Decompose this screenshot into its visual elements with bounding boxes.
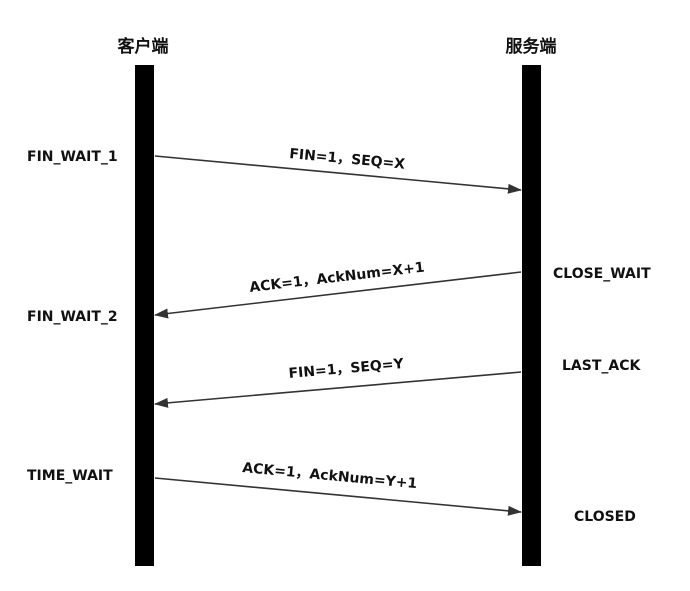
arrow-client-to-server-fin <box>154 155 522 194</box>
server-lifeline <box>522 65 541 566</box>
client-state-fin-wait-1: FIN_WAIT_1 <box>27 149 118 165</box>
message-fin-1-seq-x: FIN=1，SEQ=X <box>289 146 406 173</box>
server-state-closed: CLOSED <box>574 509 636 525</box>
message-ack-1-acknum-y-plus-1: ACK=1，AckNum=Y+1 <box>242 460 418 492</box>
server-state-last-ack: LAST_ACK <box>562 358 641 374</box>
client-state-time-wait: TIME_WAIT <box>27 468 113 484</box>
client-header: 客户端 <box>117 36 169 57</box>
server-header: 服务端 <box>506 36 557 57</box>
client-lifeline <box>135 65 154 566</box>
server-state-close-wait: CLOSE_WAIT <box>553 266 651 282</box>
message-fin-1-seq-y: FIN=1，SEQ=Y <box>288 356 405 382</box>
client-state-fin-wait-2: FIN_WAIT_2 <box>27 309 118 325</box>
arrow-client-to-server-ack <box>154 477 522 516</box>
arrow-server-to-client-ack <box>154 271 522 319</box>
arrow-server-to-client-fin <box>154 371 522 408</box>
message-ack-1-acknum-x-plus-1: ACK=1，AckNum=X+1 <box>249 260 426 296</box>
